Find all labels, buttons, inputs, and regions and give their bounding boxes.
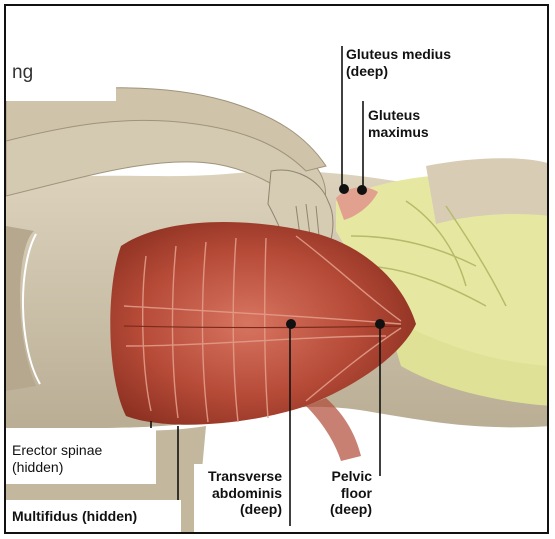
gluteus-medius-line1: Gluteus medius	[346, 46, 451, 63]
gluteus-medius-line2: (deep)	[346, 63, 451, 80]
pelvic-floor-line2: floor	[312, 485, 372, 502]
figure-frame: ng Gluteus medius (deep) Gluteus maximus…	[4, 4, 549, 534]
pelvic-floor-line1: Pelvic	[312, 468, 372, 485]
gluteus-maximus-marker	[357, 185, 367, 195]
transverse-abdominis-line1: Transverse	[196, 468, 282, 485]
multifidus-label: Multifidus (hidden)	[12, 508, 137, 525]
gluteus-medius-label: Gluteus medius (deep)	[346, 46, 451, 79]
pelvic-floor-label: Pelvic floor (deep)	[312, 468, 372, 518]
erector-spinae-label: Erector spinae (hidden)	[12, 442, 102, 475]
pelvic-floor-marker	[375, 319, 385, 329]
transverse-abdominis-marker	[286, 319, 296, 329]
gluteus-maximus-line2: maximus	[368, 124, 429, 141]
gluteus-maximus-line1: Gluteus	[368, 107, 429, 124]
gluteus-medius-marker	[339, 184, 349, 194]
header-bg-left	[6, 6, 116, 101]
gluteus-maximus-label: Gluteus maximus	[368, 107, 429, 140]
transverse-abdominis-line2: abdominis	[196, 485, 282, 502]
erector-spinae-line2: (hidden)	[12, 459, 102, 476]
transverse-abdominis-label: Transverse abdominis (deep)	[196, 468, 282, 518]
thigh	[426, 158, 549, 224]
pelvic-floor-line3: (deep)	[312, 501, 372, 518]
erector-spinae-line1: Erector spinae	[12, 442, 102, 459]
transverse-abdominis-line3: (deep)	[196, 501, 282, 518]
header-partial-text: ng	[12, 62, 33, 84]
